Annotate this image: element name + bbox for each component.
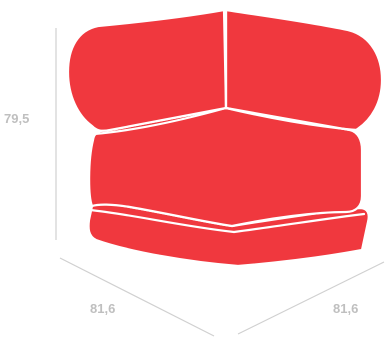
right-depth-dimension-line [237, 261, 385, 335]
base-top-seam [88, 208, 366, 234]
right-backrest-cushion [224, 8, 384, 132]
right-depth-dimension-label: 81,6 [333, 301, 358, 316]
left-depth-dimension-line [59, 257, 215, 337]
left-depth-dimension-label: 81,6 [90, 301, 115, 316]
height-dimension-label: 79,5 [4, 111, 29, 126]
corner-seat [66, 8, 384, 268]
left-backrest-cushion [66, 8, 228, 132]
